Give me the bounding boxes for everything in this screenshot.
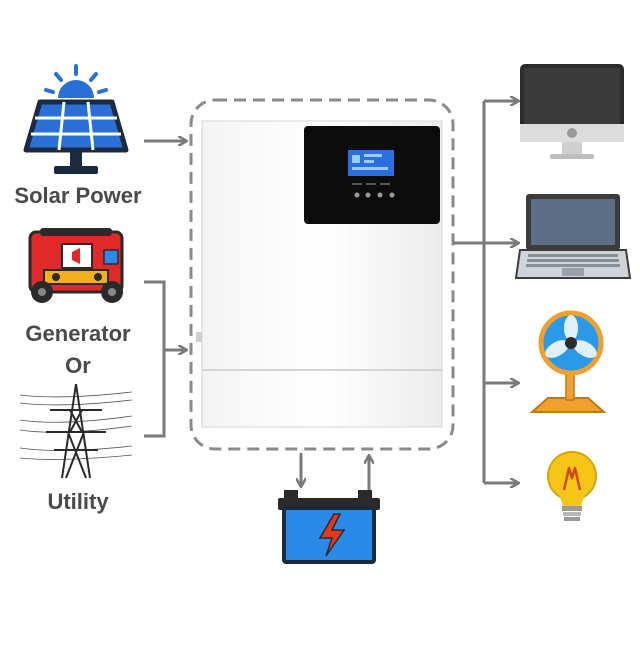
output-arrows [453,101,518,483]
fan-icon [529,310,607,413]
monitor-icon [520,64,624,159]
solar-power-label: Solar Power [14,183,142,208]
light-bulb-icon [547,451,597,521]
or-label: Or [65,353,91,378]
utility-label: Utility [47,489,109,514]
generator-icon [28,228,124,303]
power-tower-icon [19,383,133,479]
input-arrows [144,141,186,438]
solar-panel-icon [23,64,129,174]
hybrid-inverter [189,98,455,451]
generator-label: Generator [25,321,131,346]
system-boundary [189,98,455,451]
laptop-icon [514,194,632,279]
generator-utility-bracket [144,280,166,438]
battery-icon [278,490,380,564]
battery-arrows [301,453,369,490]
